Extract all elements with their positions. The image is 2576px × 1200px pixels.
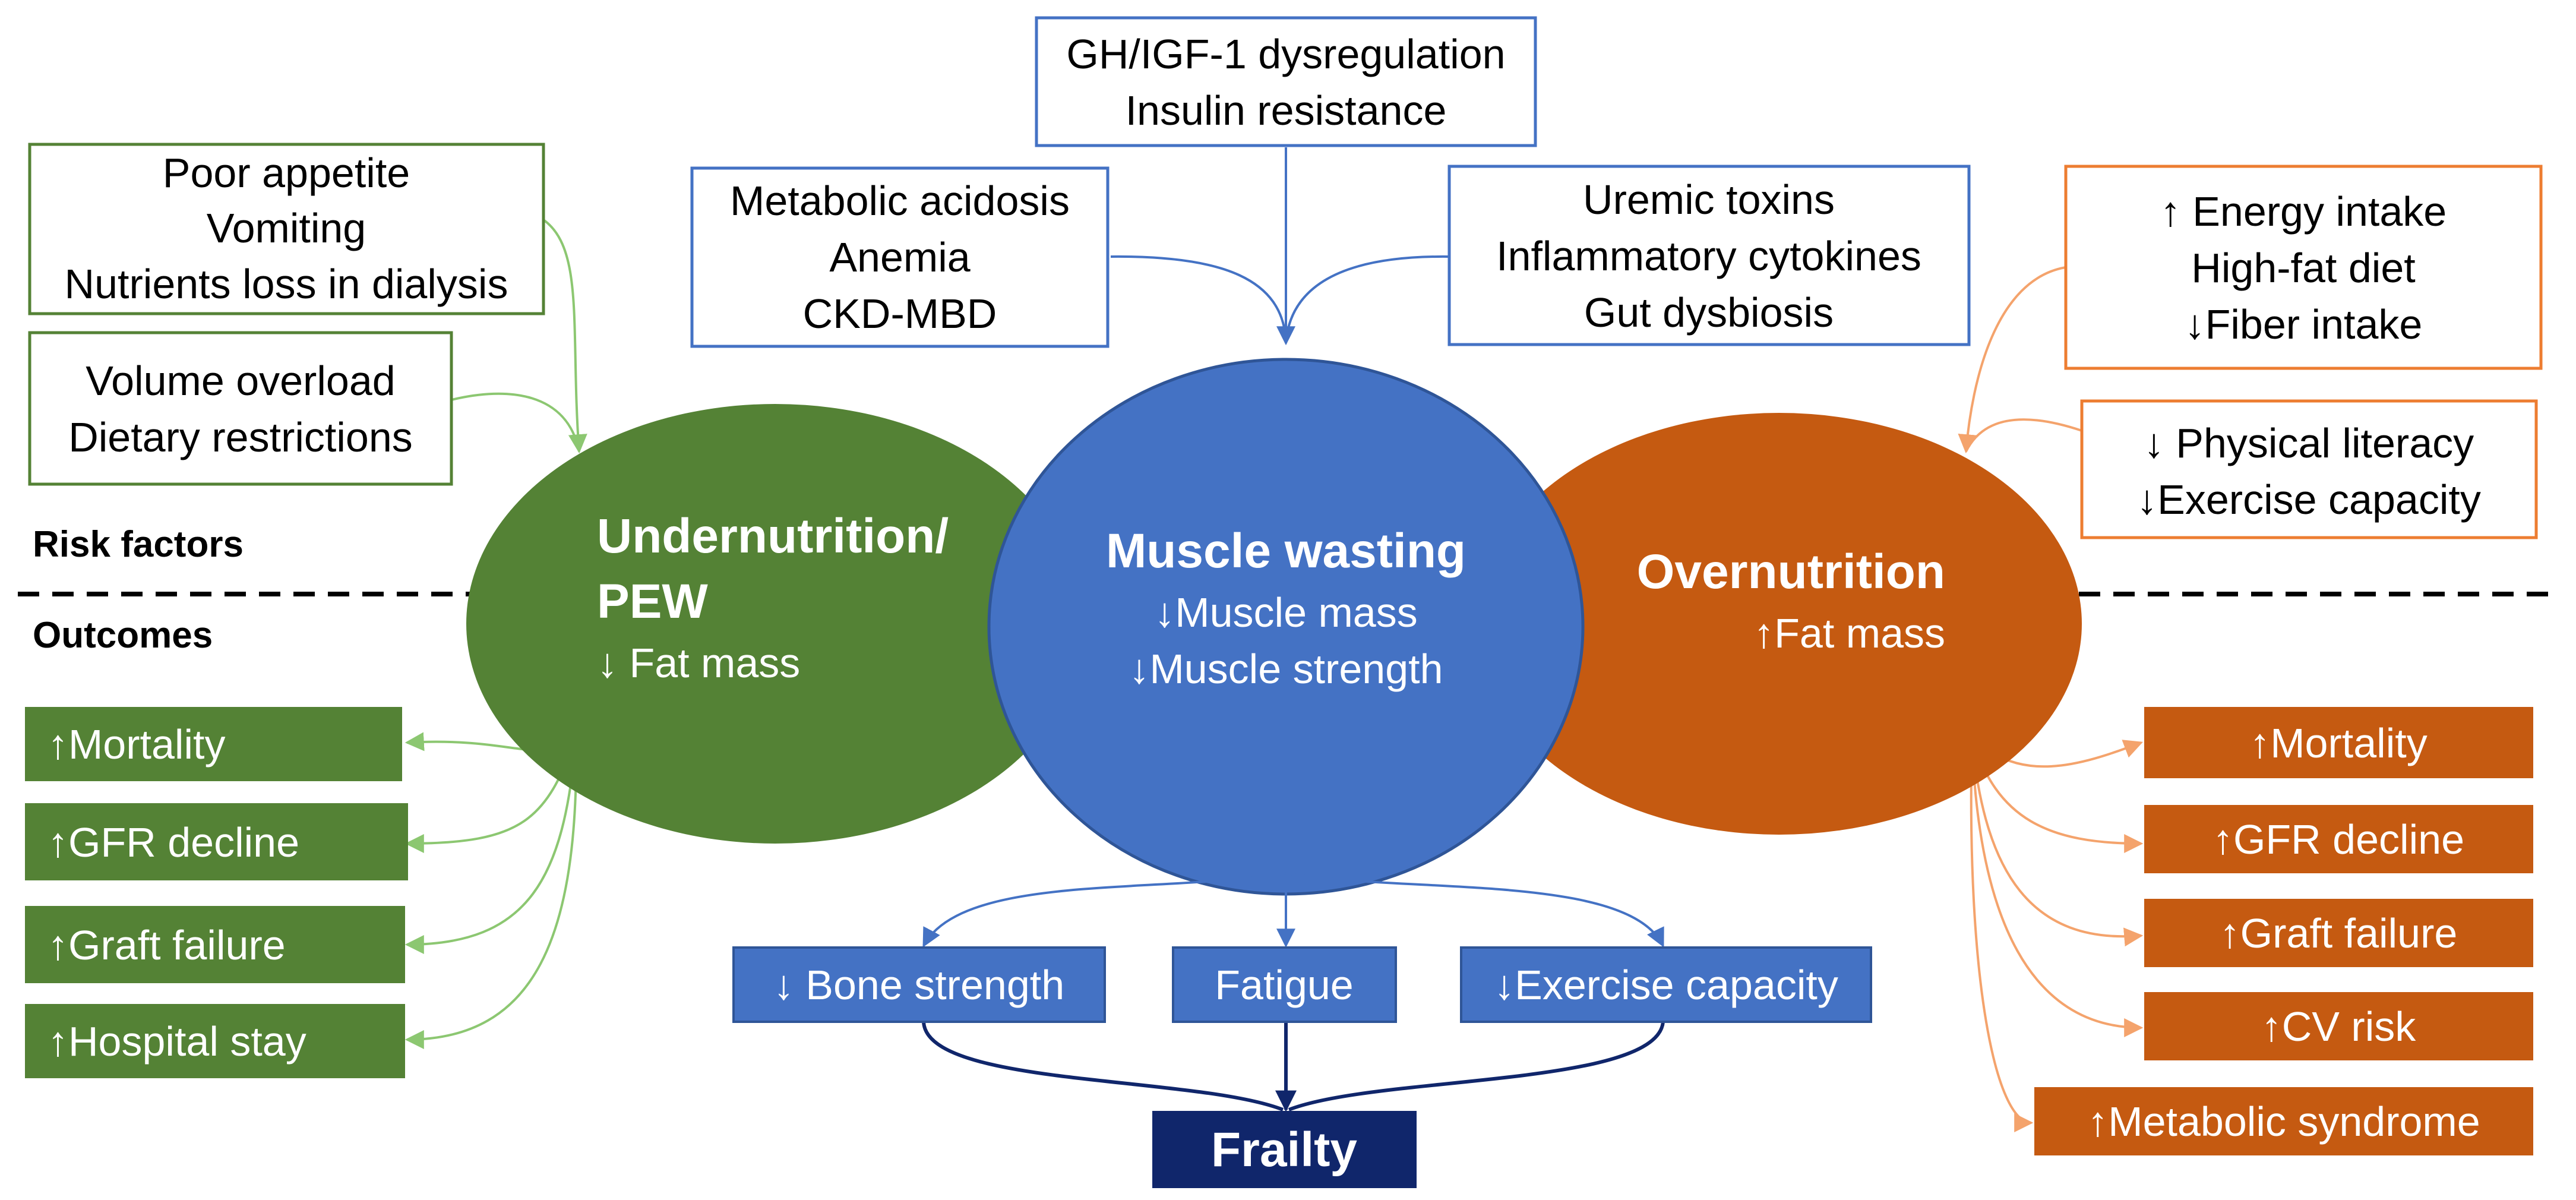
risk-connectors: [451, 147, 2082, 454]
volume-box-line-2: Dietary restrictions: [68, 414, 413, 460]
left-outcome-graft: ↑Graft failure: [25, 906, 405, 983]
connector-physical: [1965, 418, 2082, 452]
left-outcome-hospital-label: ↑Hospital stay: [48, 1018, 306, 1065]
exercise-capacity-label: ↓Exercise capacity: [1494, 962, 1838, 1008]
connector-appetite: [542, 219, 587, 454]
connector-bone: [922, 872, 1287, 948]
right-outcome-gfr: ↑GFR decline: [2144, 805, 2533, 873]
right-outcome-graft: ↑Graft failure: [2144, 899, 2533, 967]
metabolic-factor-box: Metabolic acidosis Anemia CKD-MBD: [690, 166, 1110, 348]
bone-strength-box: ↓ Bone strength: [732, 946, 1106, 1023]
overnutrition-ellipse: [1476, 413, 2082, 835]
right-outcome-metabolic: ↑Metabolic syndrome: [2034, 1087, 2533, 1155]
undernutrition-ellipse: [466, 404, 1084, 844]
consequence-connectors: [922, 864, 1664, 948]
frailty-box: Frailty: [1152, 1111, 1417, 1188]
outcome-connectors: [404, 732, 2144, 1132]
right-outcome-cv: ↑CV risk: [2144, 992, 2533, 1060]
energy-box-line-2: High-fat diet: [2191, 245, 2415, 291]
connector-energy: [1958, 266, 2066, 454]
physical-box-line-2: ↓Exercise capacity: [2136, 476, 2481, 523]
uremic-box-line-2: Inflammatory cytokines: [1496, 233, 1921, 279]
muscle-mass-detail: ↓Muscle mass: [1154, 589, 1417, 636]
right-outcome-metabolic-label: ↑Metabolic syndrome: [2087, 1098, 2480, 1145]
left-outcome-mortality: ↑Mortality: [25, 707, 402, 781]
volume-risk-box: Volume overload Dietary restrictions: [28, 331, 453, 486]
left-outcome-gfr: ↑GFR decline: [25, 803, 408, 880]
top-factor-box: GH/IGF-1 dysregulation Insulin resistanc…: [1035, 16, 1537, 147]
volume-box-line-1: Volume overload: [86, 358, 395, 404]
right-outcome-mortality-label: ↑Mortality: [2249, 720, 2427, 766]
energy-box-line-3: ↓Fiber intake: [2185, 301, 2423, 348]
fatigue-box: Fatigue: [1172, 946, 1397, 1023]
frailty-label: Frailty: [1211, 1123, 1357, 1177]
metabolic-box-line-3: CKD-MBD: [803, 290, 997, 337]
uremic-box-line-1: Uremic toxins: [1583, 176, 1835, 223]
overnutrition-detail: ↑Fat mass: [1753, 610, 1945, 656]
top-box-line-2: Insulin resistance: [1126, 87, 1447, 134]
appetite-box-line-1: Poor appetite: [163, 150, 410, 196]
energy-risk-box: ↑ Energy intake High-fat diet ↓Fiber int…: [2064, 165, 2543, 370]
left-outcome-hospital: ↑Hospital stay: [25, 1004, 405, 1078]
frailty-connectors: [922, 1021, 1665, 1112]
right-outcome-cv-label: ↑CV risk: [2261, 1003, 2417, 1050]
connector-exercise: [1285, 872, 1664, 948]
metabolic-box-line-2: Anemia: [829, 234, 970, 280]
appetite-box-line-3: Nutrients loss in dialysis: [65, 261, 508, 307]
appetite-risk-box: Poor appetite Vomiting Nutrients loss in…: [28, 143, 545, 315]
risk-factors-label: Risk factors: [33, 524, 244, 565]
top-box-line-1: GH/IGF-1 dysregulation: [1066, 31, 1505, 77]
connector-left-graft: [404, 736, 577, 954]
physical-box-line-1: ↓ Physical literacy: [2144, 420, 2474, 466]
fatigue-label: Fatigue: [1215, 962, 1353, 1008]
undernutrition-detail: ↓ Fat mass: [597, 640, 800, 686]
energy-box-line-1: ↑ Energy intake: [2160, 188, 2447, 235]
bone-strength-label: ↓ Bone strength: [773, 962, 1064, 1008]
physical-risk-box: ↓ Physical literacy ↓Exercise capacity: [2080, 399, 2538, 539]
connector-left-hospital: [404, 736, 578, 1049]
connector-uremic: [1285, 255, 1450, 342]
connector-bone-frailty: [922, 1021, 1284, 1111]
exercise-capacity-box: ↓Exercise capacity: [1460, 946, 1872, 1023]
undernutrition-title-2: PEW: [597, 574, 708, 629]
connector-volume: [451, 392, 580, 452]
metabolic-box-line-1: Metabolic acidosis: [730, 178, 1070, 224]
overnutrition-title: Overnutrition: [1637, 545, 1945, 599]
outcomes-label: Outcomes: [33, 615, 213, 656]
connector-right-metabolic: [1970, 736, 2034, 1132]
connector-right-cv: [1971, 736, 2144, 1037]
uremic-factor-box: Uremic toxins Inflammatory cytokines Gut…: [1447, 165, 1971, 346]
right-outcome-mortality: ↑Mortality: [2144, 707, 2533, 778]
left-outcome-graft-label: ↑Graft failure: [48, 922, 286, 968]
undernutrition-title-1: Undernutrition/: [597, 509, 949, 563]
left-outcome-gfr-label: ↑GFR decline: [48, 819, 299, 866]
connector-acidosis: [1110, 255, 1287, 342]
uremic-box-line-3: Gut dysbiosis: [1584, 289, 1834, 336]
muscle-strength-detail: ↓Muscle strength: [1129, 646, 1443, 692]
muscle-wasting-title: Muscle wasting: [1106, 524, 1466, 578]
right-outcome-graft-label: ↑Graft failure: [2220, 910, 2458, 956]
connector-exercise-frailty: [1288, 1021, 1665, 1111]
appetite-box-line-2: Vomiting: [207, 205, 366, 251]
connector-right-graft: [1971, 736, 2144, 947]
left-outcome-mortality-label: ↑Mortality: [48, 721, 225, 768]
right-outcome-gfr-label: ↑GFR decline: [2212, 816, 2464, 863]
